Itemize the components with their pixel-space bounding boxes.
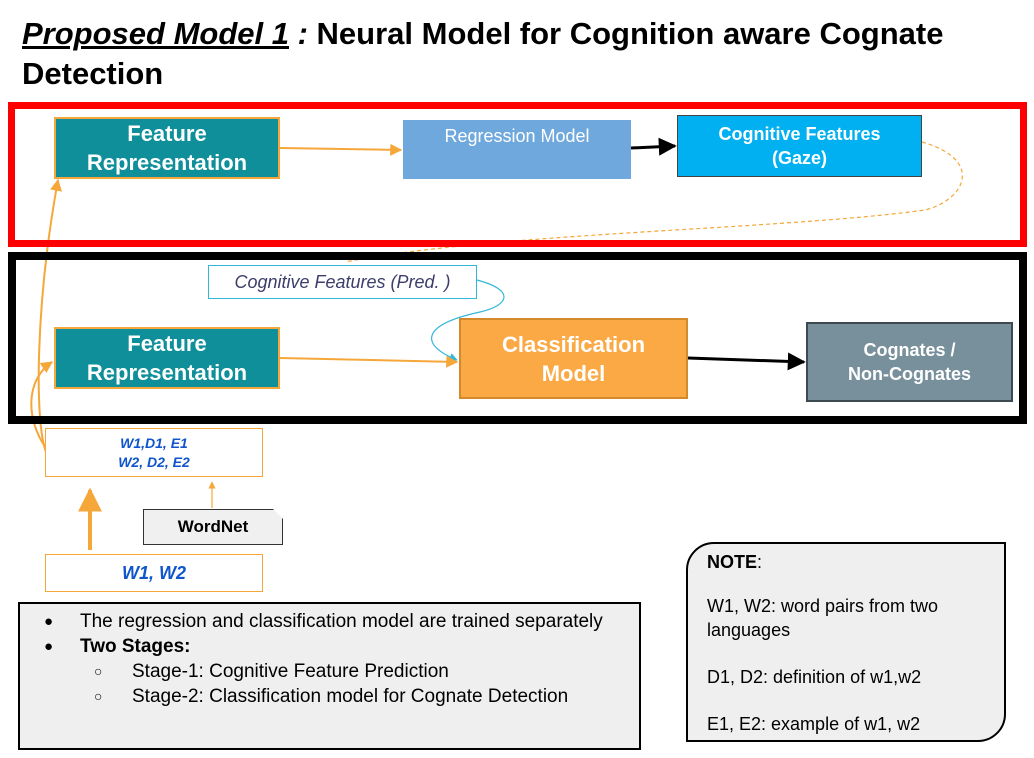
note-heading-colon: : (757, 552, 763, 572)
summary-point-training: The regression and classification model … (44, 609, 629, 634)
classification-line2: Model (541, 360, 606, 386)
classification-line1: Classification (501, 331, 646, 357)
title-lead: Proposed Model 1 (22, 16, 289, 51)
title-rest: Neural Model for Cognition aware Cognate… (22, 16, 944, 91)
stage2-frame (8, 252, 1027, 424)
arrow-inputs-to-stage2 (30, 361, 53, 449)
summary-panel: The regression and classification model … (18, 602, 641, 750)
note-heading: NOTE: (707, 550, 992, 574)
wde-line1: W1,D1, E1 (120, 434, 188, 451)
note-heading-label: NOTE (707, 552, 758, 572)
wordnet-box: WordNet (143, 509, 283, 545)
feature-label-line2: Representation (86, 150, 248, 175)
word-definition-example-box: W1,D1, E1 W2, D2, E2 (45, 428, 263, 477)
arrow-predicted-to-classification (431, 279, 505, 362)
note-line-definitions: D1, D2: definition of w1,w2 (707, 667, 922, 687)
predicted-features-label: Cognitive Features (Pred. ) (234, 271, 451, 292)
summary-point-stages: Two Stages: (44, 634, 629, 659)
arrow-feature-to-regression (279, 143, 403, 156)
output-line1: Cognates / (863, 340, 956, 360)
note-line-examples: E1, E2: example of w1, w2 (707, 714, 921, 734)
summary-stage2: Stage-2: Classification model for Cognat… (94, 684, 629, 709)
cognitive-features-gaze-box: Cognitive Features (Gaze) (677, 115, 922, 177)
word-pair-box: W1, W2 (45, 554, 263, 592)
note-line-word-pairs: W1, W2: word pairs from two languages (707, 596, 939, 640)
regression-model-label: Regression Model (444, 126, 590, 146)
slide-title: Proposed Model 1 : Neural Model for Cogn… (22, 14, 1022, 94)
cognitive-features-line2: (Gaze) (771, 148, 827, 168)
feature-label-line1: Feature (127, 121, 207, 146)
classification-model-box: Classification Model (459, 318, 688, 399)
arrow-inputs-to-stage1 (37, 178, 62, 453)
title-colon: : (288, 16, 308, 51)
arrow-regression-to-gaze (630, 137, 677, 156)
predicted-features-box: Cognitive Features (Pred. ) (208, 265, 477, 299)
stage1-frame (8, 102, 1027, 247)
arrow-classification-to-output (687, 352, 806, 371)
wde-line2: W2, D2, E2 (118, 453, 190, 470)
arrow-feature-to-classification (279, 355, 459, 368)
word-pair-label: W1, W2 (121, 562, 186, 583)
note-panel: NOTE: W1, W2: word pairs from two langua… (686, 542, 1006, 742)
feature-label-line2: Representation (86, 360, 248, 385)
feature-label-line1: Feature (127, 331, 207, 356)
cognates-output-box: Cognates / Non-Cognates (806, 322, 1013, 402)
wordnet-label: WordNet (177, 517, 249, 536)
output-line2: Non-Cognates (848, 364, 971, 384)
cognitive-features-line1: Cognitive Features (718, 124, 881, 144)
summary-stage1: Stage-1: Cognitive Feature Prediction (94, 659, 629, 684)
regression-model-box: Regression Model (403, 120, 631, 179)
stage2-feature-representation: Feature Representation (54, 327, 280, 389)
stage1-feature-representation: Feature Representation (54, 117, 280, 179)
